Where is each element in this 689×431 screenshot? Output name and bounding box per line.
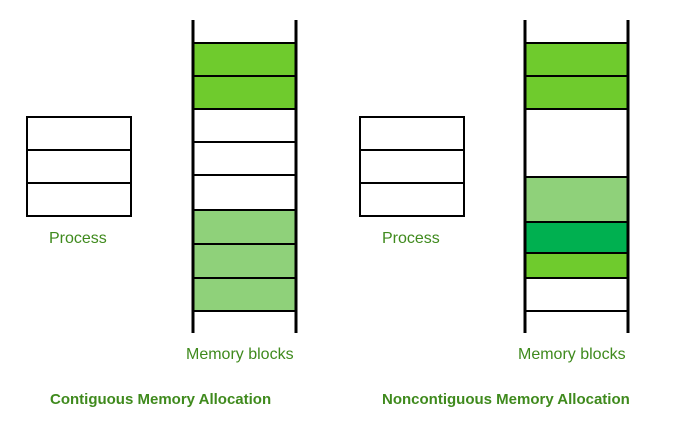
left-memory-block-6 (192, 209, 297, 245)
noncontiguous-caption: Noncontiguous Memory Allocation (382, 391, 630, 408)
right-memory-block-4 (524, 176, 629, 223)
right-process-box (359, 116, 465, 217)
left-memory-column (191, 20, 298, 333)
left-process-block-3 (26, 182, 132, 217)
right-memory-column (523, 20, 630, 333)
left-memory-block-3 (192, 108, 297, 143)
left-process-block-2 (26, 149, 132, 184)
left-memory-block-1 (192, 42, 297, 77)
right-memory-block-1 (524, 42, 629, 77)
right-process-label: Process (382, 230, 440, 247)
right-memory-label: Memory blocks (518, 346, 626, 363)
right-memory-block-2 (524, 75, 629, 110)
right-memory-block-3 (524, 108, 629, 178)
contiguous-caption: Contiguous Memory Allocation (50, 391, 272, 408)
right-memory-block-7 (524, 277, 629, 312)
left-memory-block-4 (192, 141, 297, 176)
left-process-label: Process (49, 230, 107, 247)
left-memory-block-7 (192, 243, 297, 279)
right-process-block-3 (359, 182, 465, 217)
left-memory-block-5 (192, 174, 297, 211)
left-process-box (26, 116, 132, 217)
left-memory-label: Memory blocks (186, 346, 294, 363)
left-memory-block-2 (192, 75, 297, 110)
right-process-block-2 (359, 149, 465, 184)
left-memory-block-8 (192, 277, 297, 312)
left-process-block-1 (26, 116, 132, 151)
right-process-block-1 (359, 116, 465, 151)
right-memory-block-6 (524, 252, 629, 279)
right-memory-block-5 (524, 221, 629, 254)
